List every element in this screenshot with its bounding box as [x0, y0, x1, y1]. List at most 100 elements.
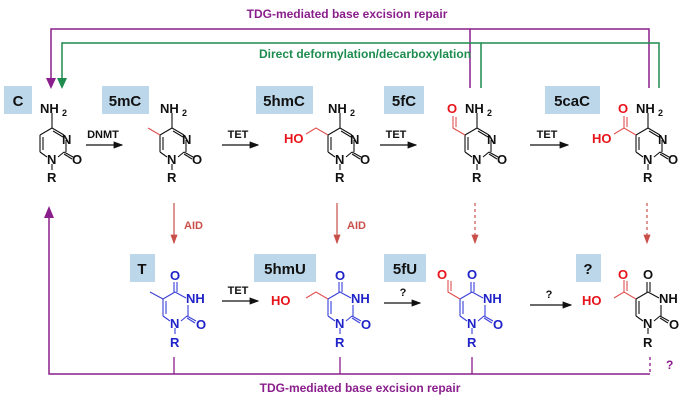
svg-text:R: R: [335, 170, 345, 185]
svg-text:TET: TET: [228, 129, 249, 141]
label-C: C: [4, 86, 32, 114]
svg-text:NH: NH: [636, 101, 655, 116]
arrow-aid-1: AID: [170, 203, 203, 245]
svg-text:5hmC: 5hmC: [263, 93, 305, 110]
label-5caU: ?: [576, 254, 601, 282]
svg-text:R: R: [467, 335, 477, 350]
molecule-5-hydroxymethyluracil: HO O NH O N R: [271, 268, 371, 350]
svg-text:N: N: [62, 132, 71, 147]
label-5fC: 5fC: [384, 86, 424, 114]
svg-text:O: O: [196, 317, 206, 332]
svg-text:NH: NH: [186, 291, 205, 306]
svg-text:TET: TET: [537, 129, 558, 141]
svg-text:NH: NH: [328, 101, 347, 116]
svg-text:?: ?: [400, 287, 407, 299]
tdg-top-label: TDG-mediated base excision repair: [247, 7, 448, 21]
svg-text:HO: HO: [582, 293, 602, 308]
svg-text:O: O: [618, 267, 628, 282]
svg-text:N: N: [472, 152, 481, 167]
svg-text:2: 2: [62, 108, 67, 118]
svg-text:O: O: [643, 267, 653, 282]
svg-text:O: O: [335, 268, 345, 283]
svg-text:R: R: [643, 170, 653, 185]
svg-text:O: O: [170, 268, 180, 283]
label-T: T: [130, 254, 155, 282]
svg-text:O: O: [618, 101, 628, 116]
label-5caC: 5caC: [545, 86, 600, 114]
tdg-bottom-pathway: ? TDG-mediated base excision repair: [44, 206, 673, 395]
svg-text:5hmU: 5hmU: [264, 261, 306, 278]
svg-text:T: T: [137, 261, 146, 278]
arrow-tet-2: TET: [380, 129, 418, 149]
direct-pathway: Direct deformylation/decarboxylation: [57, 42, 660, 89]
svg-text:5fU: 5fU: [393, 261, 417, 278]
svg-text:2: 2: [350, 108, 355, 118]
svg-text:NH: NH: [160, 101, 179, 116]
svg-text:O: O: [493, 317, 503, 332]
base-labels: C 5mC 5hmC 5fC 5caC T 5hmU 5fU ?: [4, 86, 601, 282]
svg-text:O: O: [669, 317, 679, 332]
tdg-bottom-label: TDG-mediated base excision repair: [260, 381, 461, 395]
svg-text:O: O: [437, 267, 447, 282]
svg-text:O: O: [360, 152, 370, 167]
svg-text:TET: TET: [228, 285, 249, 297]
svg-text:R: R: [335, 335, 345, 350]
svg-text:HO: HO: [592, 131, 612, 146]
reaction-arrows: DNMT TET TET TET TET ? ? AID AID: [86, 129, 651, 309]
svg-text:O: O: [497, 152, 507, 167]
label-5mC: 5mC: [102, 86, 149, 114]
svg-text:DNMT: DNMT: [87, 129, 119, 141]
arrow-unknown-1: ?: [384, 287, 422, 307]
svg-text:N: N: [47, 152, 56, 167]
arrow-aid-2: AID: [333, 203, 366, 245]
arrow-tet-3: TET: [530, 129, 570, 149]
svg-text:NH: NH: [465, 101, 484, 116]
svg-text:NH: NH: [351, 291, 370, 306]
svg-text:N: N: [335, 316, 344, 331]
svg-text:N: N: [643, 152, 652, 167]
svg-text:?: ?: [546, 289, 553, 301]
molecule-5-formyluracil: O O NH O N R: [437, 267, 503, 350]
svg-text:O: O: [192, 152, 202, 167]
svg-text:O: O: [72, 152, 82, 167]
svg-text:R: R: [167, 170, 177, 185]
svg-text:O: O: [361, 317, 371, 332]
svg-text:?: ?: [583, 261, 592, 278]
svg-text:N: N: [350, 132, 359, 147]
svg-text:2: 2: [182, 108, 187, 118]
label-5fU: 5fU: [384, 254, 426, 282]
arrow-unknown-2: ?: [530, 289, 573, 309]
arrow-tet-4: TET: [222, 285, 260, 305]
svg-text:HO: HO: [271, 293, 291, 308]
svg-text:N: N: [167, 152, 176, 167]
svg-text:R: R: [170, 335, 180, 350]
svg-text:5mC: 5mC: [109, 93, 142, 110]
svg-text:HO: HO: [284, 131, 304, 146]
svg-text:R: R: [47, 170, 57, 185]
svg-text:N: N: [487, 132, 496, 147]
svg-text:N: N: [467, 316, 476, 331]
svg-text:NH: NH: [659, 291, 678, 306]
svg-text:N: N: [643, 316, 652, 331]
svg-text:AID: AID: [184, 220, 203, 232]
svg-text:N: N: [335, 152, 344, 167]
svg-text:N: N: [182, 132, 191, 147]
svg-text:5caC: 5caC: [554, 93, 590, 110]
svg-text:C: C: [13, 93, 24, 110]
svg-text:O: O: [467, 267, 477, 282]
svg-text:R: R: [643, 335, 653, 350]
tdg-top-pathway: TDG-mediated base excision repair: [46, 7, 650, 89]
svg-text:2: 2: [658, 108, 663, 118]
label-5hmU: 5hmU: [254, 254, 316, 282]
svg-text:R: R: [472, 170, 482, 185]
arrow-dnmt: DNMT: [86, 129, 124, 149]
tdg-uncertain-mark: ?: [666, 358, 673, 372]
molecule-thymine: O NH O N R: [149, 268, 206, 350]
direct-arrowhead-icon: [57, 78, 67, 89]
